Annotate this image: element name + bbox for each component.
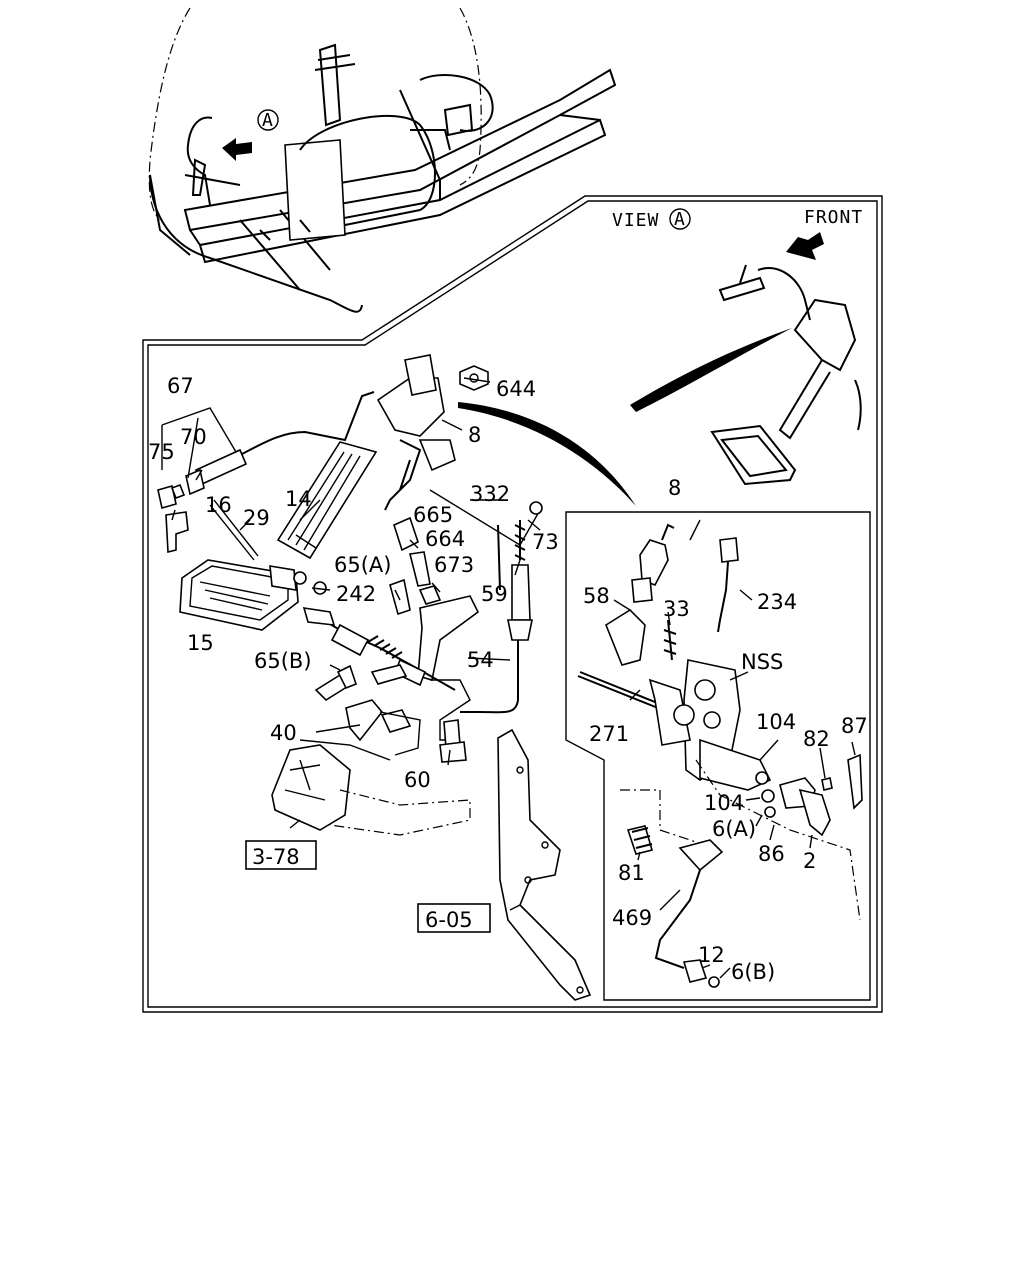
callout-6b: 6(B) [731, 960, 775, 984]
callout-15: 15 [187, 631, 214, 655]
callout-70: 70 [180, 425, 207, 449]
front-arrow-icon [786, 232, 824, 260]
callout-67: 67 [167, 374, 194, 398]
callout-65a: 65(A) [334, 553, 391, 577]
ref-box-6-05 [417, 903, 491, 933]
main-parts-illustration [157, 354, 863, 1001]
callout-40: 40 [270, 721, 297, 745]
callout-73: 73 [532, 530, 559, 554]
view-a-pedal-sketch [630, 264, 862, 486]
callout-2: 2 [803, 849, 816, 873]
callout-6a: 6(A) [712, 817, 756, 841]
ref-label-6-05: 6-05 [425, 908, 473, 932]
ref-box-3-78 [245, 840, 317, 870]
callout-16: 16 [205, 493, 232, 517]
overview-view-letter: A [262, 110, 274, 131]
vehicle-overview-illustration: A [148, 7, 617, 313]
callout-665: 665 [413, 503, 453, 527]
callout-81: 81 [618, 861, 645, 885]
callout-nss: NSS [741, 650, 783, 674]
callout-242: 242 [336, 582, 376, 606]
callout-75: 75 [148, 440, 175, 464]
callout-104-upper: 104 [756, 710, 796, 734]
callout-54: 54 [467, 648, 494, 672]
callout-469: 469 [612, 906, 652, 930]
callout-60: 60 [404, 768, 431, 792]
callout-664: 664 [425, 527, 465, 551]
callout-82: 82 [803, 727, 830, 751]
view-circle-letter: A [674, 209, 686, 230]
callout-86: 86 [758, 842, 785, 866]
ref-label-3-78: 3-78 [252, 845, 300, 869]
view-label: VIEW [612, 210, 659, 231]
callout-58: 58 [583, 584, 610, 608]
callout-644: 644 [496, 377, 536, 401]
callout-29: 29 [243, 506, 270, 530]
callout-332: 332 [470, 482, 510, 506]
view-a-frame [142, 195, 883, 1013]
callout-673: 673 [434, 553, 474, 577]
detail-panel-frame [565, 511, 871, 1001]
callout-labels: 67 70 75 16 29 14 15 242 65(A) 65(B) 644… [148, 374, 868, 984]
callout-33: 33 [663, 597, 690, 621]
callout-271: 271 [589, 722, 629, 746]
callout-65b: 65(B) [254, 649, 312, 673]
callout-104-lower: 104 [704, 791, 744, 815]
callout-14: 14 [285, 487, 312, 511]
callout-234: 234 [757, 590, 797, 614]
callout-8-detail: 8 [668, 476, 681, 500]
callout-87: 87 [841, 714, 868, 738]
front-label: FRONT [804, 207, 863, 228]
callout-12: 12 [698, 943, 725, 967]
callout-8-main: 8 [468, 423, 481, 447]
callout-59: 59 [481, 582, 508, 606]
